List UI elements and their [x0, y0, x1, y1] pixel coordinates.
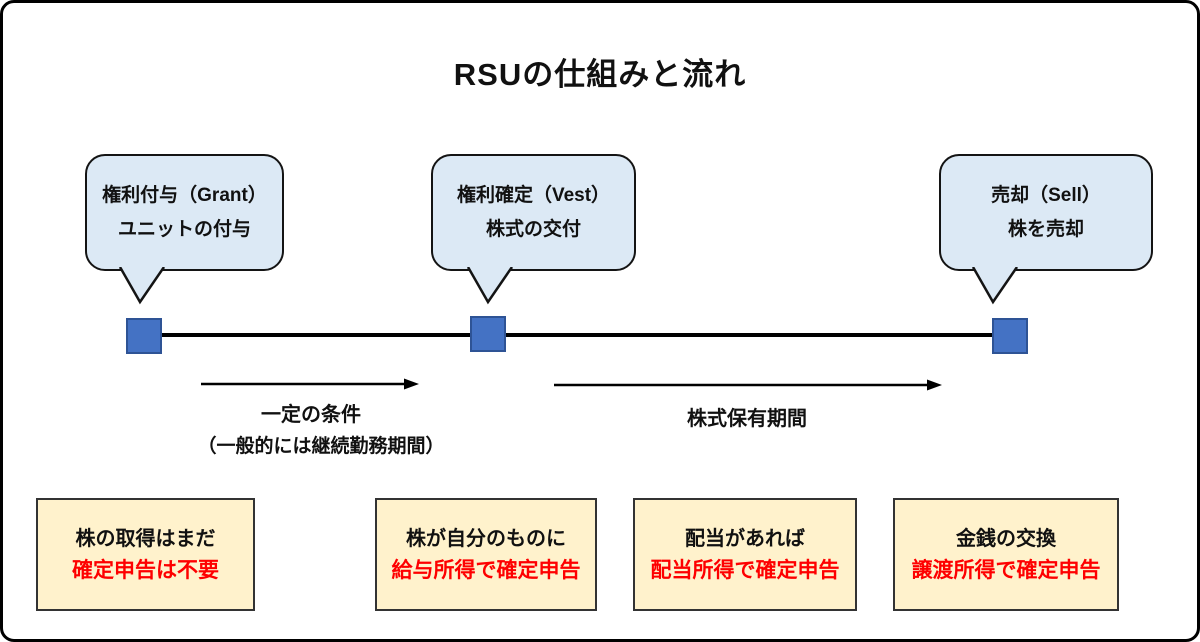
stage-bubble-vest: 権利確定（Vest） 株式の交付 — [431, 154, 636, 271]
stage-vest-title: 権利確定（Vest） — [456, 185, 611, 206]
tax-box-grant-status: 株の取得はまだ — [75, 527, 216, 550]
period-arrow-holding — [554, 379, 942, 391]
timeline-marker-grant — [126, 318, 162, 354]
bubble-tail-sell — [971, 267, 1019, 305]
tax-box-vest-tax: 給与所得で確定申告 — [391, 558, 581, 582]
tax-box-sell: 金銭の交換 譲渡所得で確定申告 — [893, 498, 1119, 611]
period-vesting-sublabel: （一般的には継続勤務期間） — [197, 436, 445, 457]
timeline-line — [144, 333, 1010, 337]
tax-box-grant: 株の取得はまだ 確定申告は不要 — [36, 498, 255, 611]
bubble-tail-vest — [466, 267, 514, 305]
tax-box-sell-status: 金銭の交換 — [956, 527, 1056, 550]
tax-box-vest: 株が自分のものに 給与所得で確定申告 — [375, 498, 597, 611]
tax-box-sell-tax: 譲渡所得で確定申告 — [911, 558, 1101, 582]
tax-box-vest-status: 株が自分のものに — [406, 527, 566, 550]
tax-box-dividend: 配当があれば 配当所得で確定申告 — [633, 498, 857, 611]
tax-box-dividend-status: 配当があれば — [685, 527, 805, 550]
tax-box-grant-tax: 確定申告は不要 — [72, 558, 219, 582]
stage-grant-title: 権利付与（Grant） — [102, 185, 267, 206]
stage-grant-subtitle: ユニットの付与 — [117, 219, 251, 240]
stage-sell-title: 売却（Sell） — [991, 185, 1101, 206]
stage-vest-subtitle: 株式の交付 — [485, 219, 581, 240]
stage-sell-subtitle: 株を売却 — [1007, 219, 1084, 240]
period-holding-label: 株式保有期間 — [687, 408, 807, 430]
timeline-marker-vest — [470, 316, 506, 352]
period-vesting-label: 一定の条件 — [261, 404, 361, 426]
tax-box-dividend-tax: 配当所得で確定申告 — [650, 558, 840, 582]
diagram-title: RSUの仕組みと流れ — [453, 57, 747, 92]
timeline-marker-sell — [992, 318, 1028, 354]
stage-bubble-sell: 売却（Sell） 株を売却 — [939, 154, 1153, 271]
stage-bubble-grant: 権利付与（Grant） ユニットの付与 — [85, 154, 284, 271]
period-arrow-vesting — [201, 378, 419, 390]
bubble-tail-grant — [118, 267, 166, 305]
